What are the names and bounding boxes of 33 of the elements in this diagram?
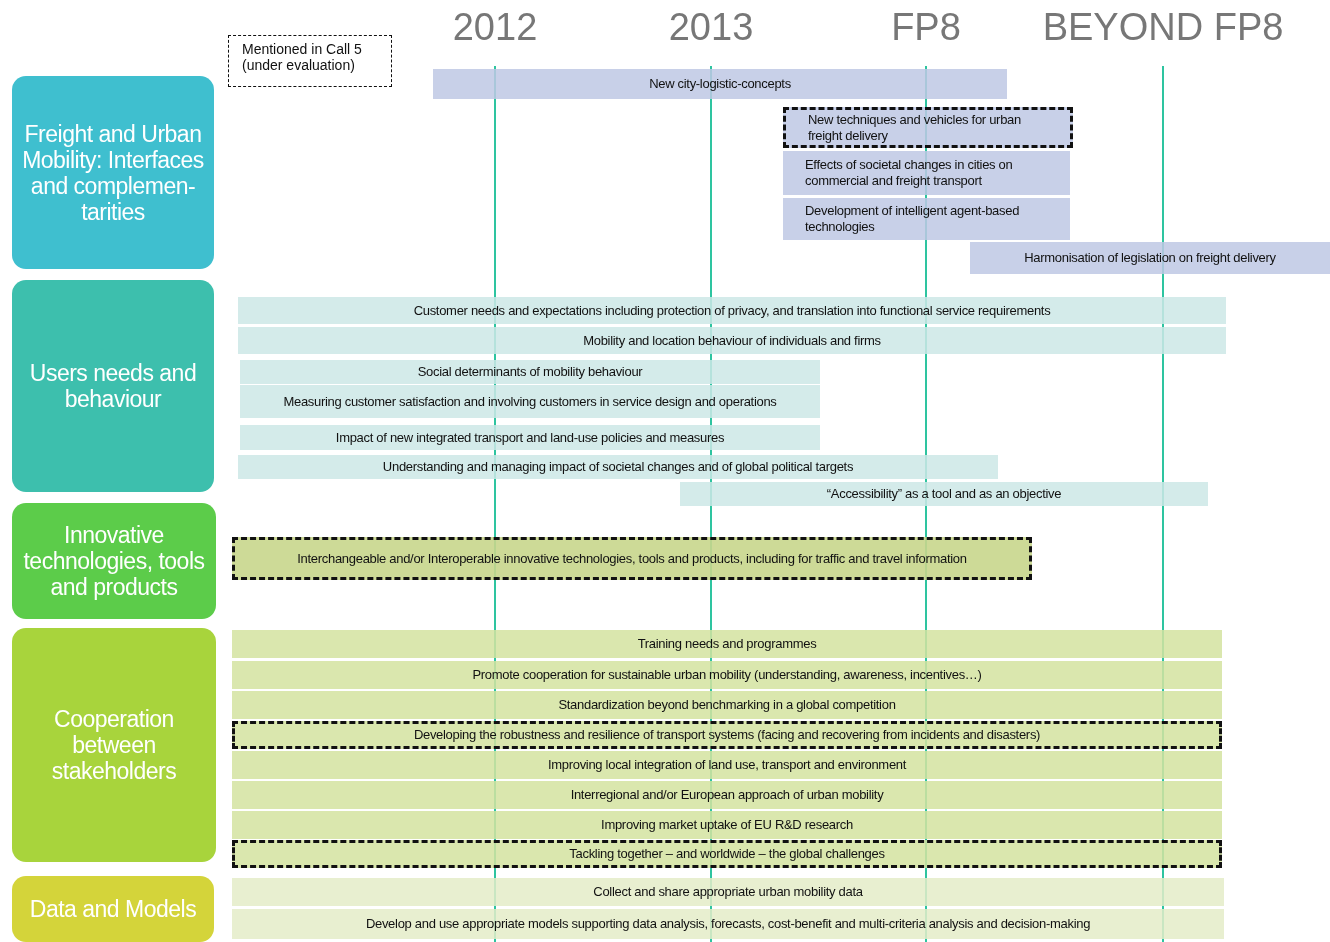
period-heading: BEYOND FP8 — [1042, 6, 1284, 49]
roadmap-bar: Interchangeable and/or Interoperable innovative technologies, tools and products, including for traffic and travel information — [232, 537, 1032, 580]
roadmap-bar: Standardization beyond benchmarking in a global competition — [232, 691, 1222, 719]
roadmap-bar: Developing the robustness and resilience of transport systems (facing and recovering from incidents and disasters) — [232, 721, 1222, 749]
roadmap-bar: Effects of societal changes in cities on commercial and freight transport — [783, 151, 1070, 195]
category-box: Data and Models — [12, 876, 214, 942]
category-box: Innovative technologies, tools and products — [12, 503, 216, 619]
roadmap-bar: Impact of new integrated transport and land-use policies and measures — [240, 425, 820, 450]
legend-text: Mentioned in Call 5 (under evaluation) — [242, 41, 363, 73]
roadmap-bar: Collect and share appropriate urban mobility data — [232, 878, 1224, 906]
roadmap-bar: Measuring customer satisfaction and involving customers in service design and operations — [240, 385, 820, 418]
roadmap-bar: Tackling together – and worldwide – the global challenges — [232, 840, 1222, 868]
period-heading: 2012 — [452, 6, 538, 49]
roadmap-bar: Develop and use appropriate models supporting data analysis, forecasts, cost-benefit and multi-criteria analysis and decision-making — [232, 909, 1224, 939]
roadmap-bar: “Accessibility” as a tool and as an objective — [680, 482, 1208, 506]
category-box: Cooperation between stakeholders — [12, 628, 216, 862]
roadmap-bar: New city-logistic-concepts — [433, 69, 1007, 99]
roadmap-bar: Customer needs and expectations including protection of privacy, and translation into functional service requirements — [238, 297, 1226, 324]
roadmap-bar: Promote cooperation for sustainable urban mobility (understanding, awareness, incentives…) — [232, 661, 1222, 689]
period-heading: FP8 — [891, 6, 961, 49]
category-box: Freight and Urban Mobility: Interfaces and complemen-tarities — [12, 76, 214, 269]
roadmap-bar: Improving market uptake of EU R&D research — [232, 811, 1222, 839]
roadmap-bar: Social determinants of mobility behaviour — [240, 360, 820, 384]
roadmap-bar: Mobility and location behaviour of individuals and firms — [238, 327, 1226, 354]
roadmap-bar: Understanding and managing impact of societal changes and of global political targets — [238, 455, 998, 479]
roadmap-bar: Interregional and/or European approach of urban mobility — [232, 781, 1222, 809]
category-box: Users needs and behaviour — [12, 280, 214, 492]
period-heading: 2013 — [668, 6, 754, 49]
roadmap-bar: Improving local integration of land use, transport and environment — [232, 751, 1222, 779]
roadmap-bar: New techniques and vehicles for urban freight delivery — [783, 107, 1073, 148]
roadmap-bar: Development of intelligent agent-based technologies — [783, 198, 1070, 240]
roadmap-bar: Harmonisation of legislation on freight delivery — [970, 242, 1330, 274]
roadmap-bar: Training needs and programmes — [232, 630, 1222, 658]
